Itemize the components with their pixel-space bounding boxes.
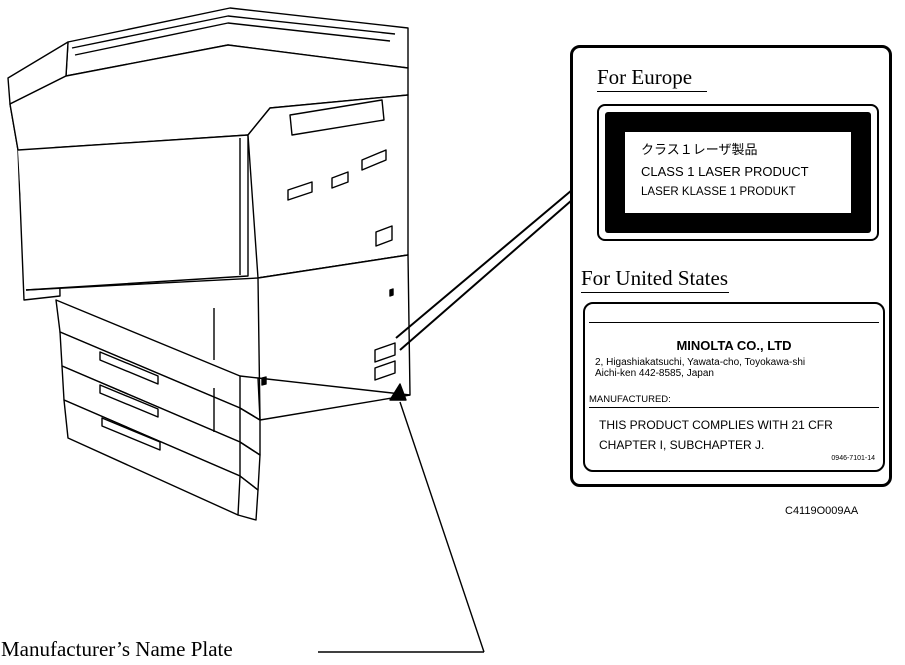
- europe-label-line-german: LASER KLASSE 1 PRODUKT: [641, 186, 796, 198]
- us-name-plate: MINOLTA CO., LTD 2, Higashiakatsuchi, Ya…: [583, 302, 885, 472]
- company-name: MINOLTA CO., LTD: [676, 338, 792, 353]
- figure-code: C4119O009AA: [785, 505, 859, 517]
- europe-label-border: クラス１レーザ製品 CLASS 1 LASER PRODUCT LASER KL…: [605, 112, 871, 233]
- company-address: 2, Higashiakatsuchi, Yawata-cho, Toyokaw…: [595, 357, 805, 379]
- label-panel: For Europe クラス１レーザ製品 CLASS 1 LASER PRODU…: [570, 45, 892, 487]
- europe-heading: For Europe: [597, 65, 693, 89]
- plate-divider-bottom: [589, 407, 879, 408]
- europe-label-line-english: CLASS 1 LASER PRODUCT: [641, 164, 809, 179]
- europe-heading-underline: [597, 91, 707, 92]
- europe-label-text-area: クラス１レーザ製品 CLASS 1 LASER PRODUCT LASER KL…: [625, 132, 851, 213]
- plate-divider-top: [589, 322, 879, 323]
- address-line-1: 2, Higashiakatsuchi, Yawata-cho, Toyokaw…: [595, 357, 806, 368]
- plate-code: 0946-7101-14: [831, 455, 875, 462]
- name-plate-caption: Manufacturer’s Name Plate: [1, 637, 233, 661]
- compliance-line-1: THIS PRODUCT COMPLIES WITH 21 CFR: [599, 418, 833, 432]
- europe-laser-label: クラス１レーザ製品 CLASS 1 LASER PRODUCT LASER KL…: [597, 104, 879, 241]
- us-heading-underline: [581, 292, 729, 293]
- manufactured-label: MANUFACTURED:: [589, 394, 671, 405]
- compliance-line-2: CHAPTER I, SUBCHAPTER J.: [599, 438, 765, 452]
- us-heading: For United States: [581, 266, 728, 290]
- europe-label-line-japanese: クラス１レーザ製品: [641, 143, 758, 158]
- address-line-2: Aichi-ken 442-8585, Japan: [595, 368, 714, 379]
